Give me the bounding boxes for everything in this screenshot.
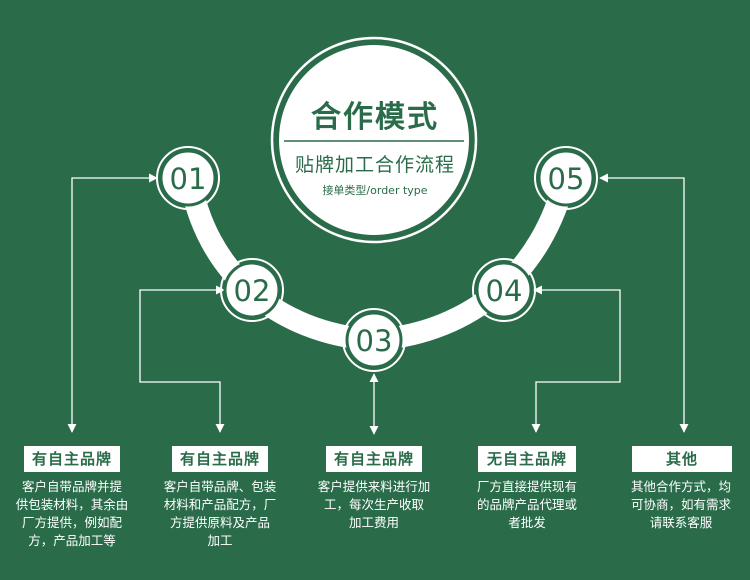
center-disc [279, 45, 469, 235]
order-type-label: 接单类型/order type [322, 184, 428, 197]
connector-04 [531, 285, 621, 433]
step-label-2: 有自主品牌 [172, 446, 268, 472]
connector-01 [67, 173, 158, 433]
step-number-4: 04 [486, 274, 523, 308]
step-description-4: 厂方直接提供现有 的品牌产品代理或 者批发 [476, 479, 577, 530]
step-number-5: 05 [548, 162, 585, 196]
step-label-5: 其他 [632, 446, 732, 472]
step-label-3: 有自主品牌 [326, 446, 422, 472]
connector-05 [599, 173, 689, 433]
step-node-5: 05 [534, 146, 598, 210]
connector-02 [139, 285, 225, 433]
step-label-4: 无自主品牌 [478, 446, 576, 472]
step-node-4: 04 [472, 258, 536, 322]
page-subtitle: 贴牌加工合作流程 [294, 154, 455, 176]
step-node-1: 01 [156, 146, 220, 210]
page-title: 合作模式 [311, 100, 439, 135]
center-ring [270, 36, 478, 244]
step-description-1: 客户自带品牌并提 供包装材料，其余由 厂方提供，例如配 方，产品加工等 [15, 479, 129, 548]
step-description-3: 客户提供来料进行加 工，每次生产收取 加工费用 [317, 479, 431, 530]
step-description-2: 客户自带品牌、包装 材料和产品配方，厂 方提供原料及产品 加工 [163, 479, 277, 548]
step-number-3: 03 [356, 324, 393, 358]
step-node-3: 03 [342, 308, 406, 372]
step-description-5: 其他合作方式，均 可协商，如有需求 请联系客服 [630, 479, 731, 530]
connectors [67, 173, 689, 435]
step-number-1: 01 [170, 162, 207, 196]
step-label-1: 有自主品牌 [24, 446, 120, 472]
step-number-2: 02 [234, 274, 271, 308]
step-node-2: 02 [220, 258, 284, 322]
